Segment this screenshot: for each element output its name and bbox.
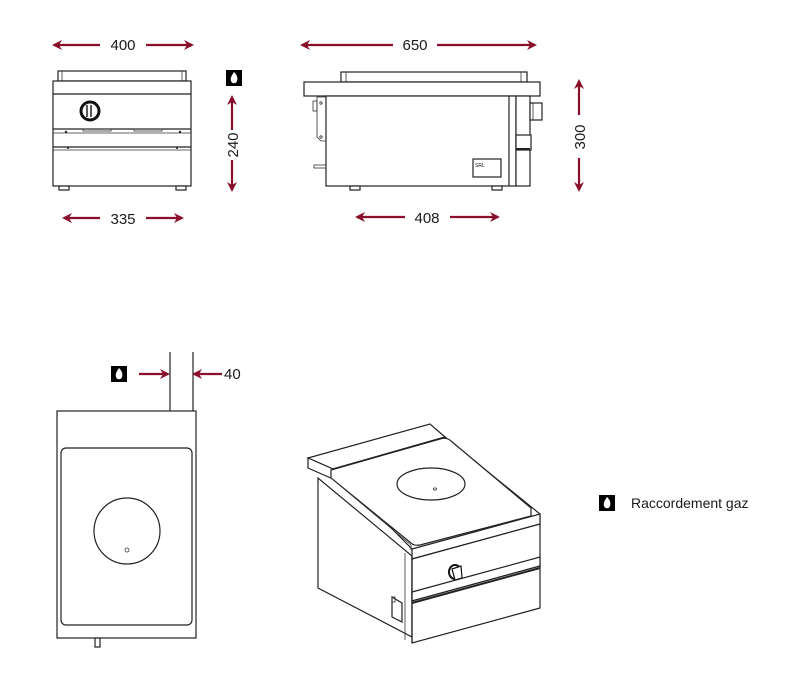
dim-label-335: 335 — [110, 211, 135, 228]
legend-label: Raccordement gaz — [631, 495, 749, 511]
dim-label-40: 40 — [224, 366, 241, 383]
iso-knob — [448, 564, 463, 581]
front-view — [52, 70, 192, 191]
dimension-front-width-top: 400 — [52, 37, 194, 54]
dim-label-400: 400 — [110, 37, 135, 54]
dimension-side-height: 300 — [572, 79, 589, 192]
gas-flame-icon — [226, 70, 242, 86]
side-view: SRL — [303, 71, 543, 191]
dim-label-300: 300 — [572, 124, 589, 149]
burner-circle — [93, 497, 161, 565]
dimension-side-depth-base: 408 — [355, 210, 500, 227]
front-knob — [79, 100, 101, 122]
gas-inlet — [94, 637, 101, 648]
dim-label-650: 650 — [402, 37, 427, 54]
gas-flame-icon-legend — [599, 495, 615, 511]
top-view — [56, 352, 197, 648]
top-plate — [60, 447, 193, 626]
front-top-plate — [57, 70, 187, 82]
side-knob — [529, 102, 543, 121]
gas-flame-icon-top — [111, 366, 127, 382]
dimension-side-depth-top: 650 — [300, 37, 537, 54]
dim-label-240: 240 — [225, 132, 242, 157]
legend: Raccordement gaz — [599, 495, 749, 511]
dimension-front-height: 240 — [225, 95, 242, 192]
side-top-plate — [340, 71, 528, 83]
top-body — [56, 410, 197, 639]
label-plate-text: SRL — [475, 163, 485, 169]
dim-label-408: 408 — [414, 210, 439, 227]
label-plate — [472, 158, 502, 178]
dimension-front-width-base: 335 — [62, 211, 184, 228]
side-top-edge — [303, 81, 541, 97]
front-body — [52, 80, 192, 187]
dimension-top-gas-offset: 40 — [139, 366, 241, 383]
isometric-view — [306, 423, 541, 644]
